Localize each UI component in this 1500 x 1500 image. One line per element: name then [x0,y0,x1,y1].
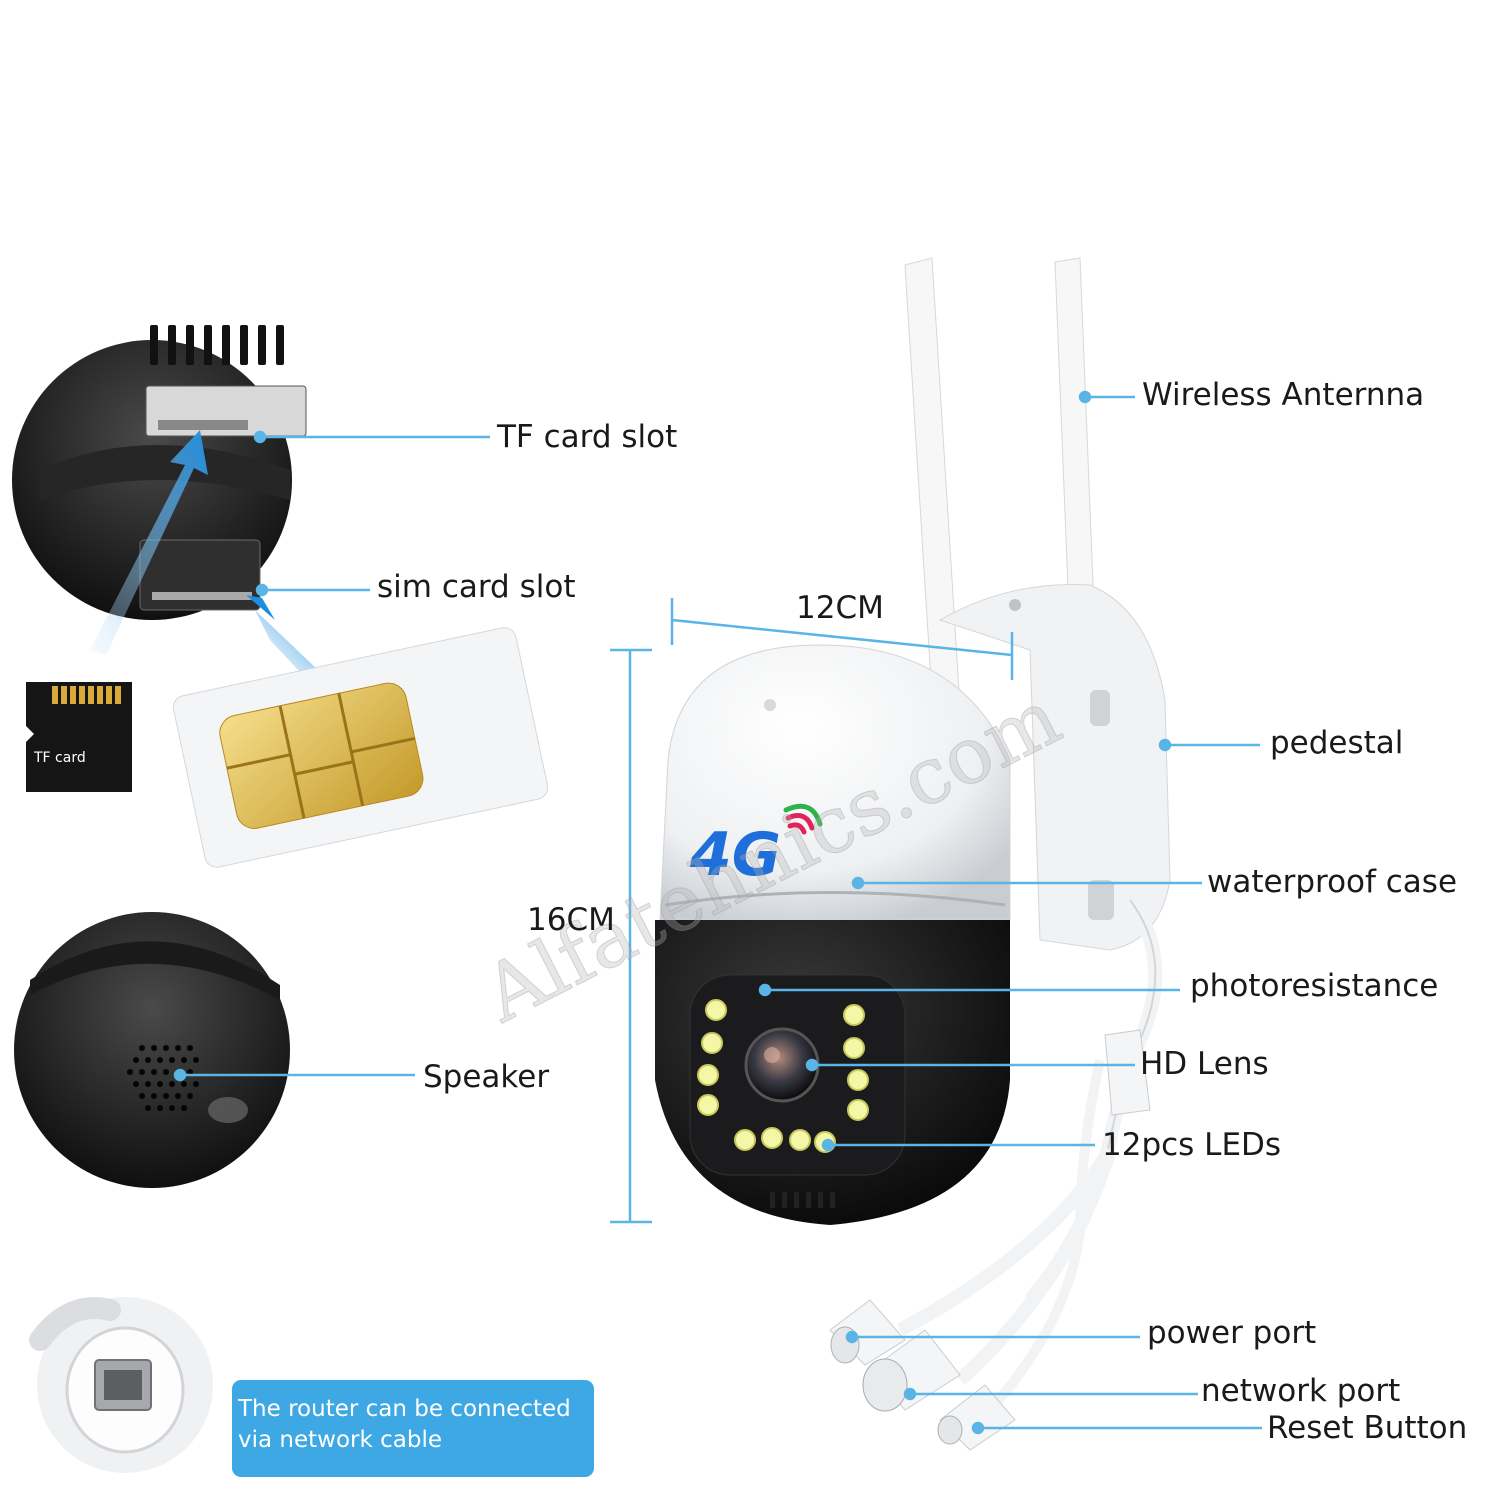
network-connector-circle [29,1297,213,1473]
label-photoresistance: photoresistance [1190,968,1439,1004]
label-leds: 12pcs LEDs [1102,1127,1282,1163]
4g-logo: 4G [690,820,781,890]
camera-image [655,257,1171,1451]
label-speaker: Speaker [423,1059,550,1095]
label-pedestal: pedestal [1270,725,1404,761]
insert-arrows [90,430,318,672]
speaker-detail-circle [14,912,290,1188]
label-wireless-antenna: Wireless Anternna [1142,377,1425,413]
tf-card-text: TF card [34,750,86,766]
note-line-1: The router can be connected [238,1396,571,1422]
label-hd-lens: HD Lens [1140,1046,1269,1082]
dimension-lines [610,598,1014,1224]
tf-card-image [26,682,132,792]
dimension-height: 16CM [527,902,615,938]
network-cable-note: The router can be connected via network … [232,1380,594,1477]
sim-card-image [172,627,549,868]
label-power-port: power port [1147,1315,1317,1351]
label-reset-button: Reset Button [1267,1410,1468,1446]
dimension-width: 12CM [796,590,884,626]
label-tf-card-slot: TF card slot [497,419,678,455]
callout-lines [173,390,1262,1435]
label-network-port: network port [1201,1373,1401,1409]
note-line-2: via network cable [238,1427,443,1453]
label-waterproof-case: waterproof case [1207,864,1458,900]
slots-detail-circle [12,325,307,620]
label-sim-card-slot: sim card slot [377,569,576,605]
